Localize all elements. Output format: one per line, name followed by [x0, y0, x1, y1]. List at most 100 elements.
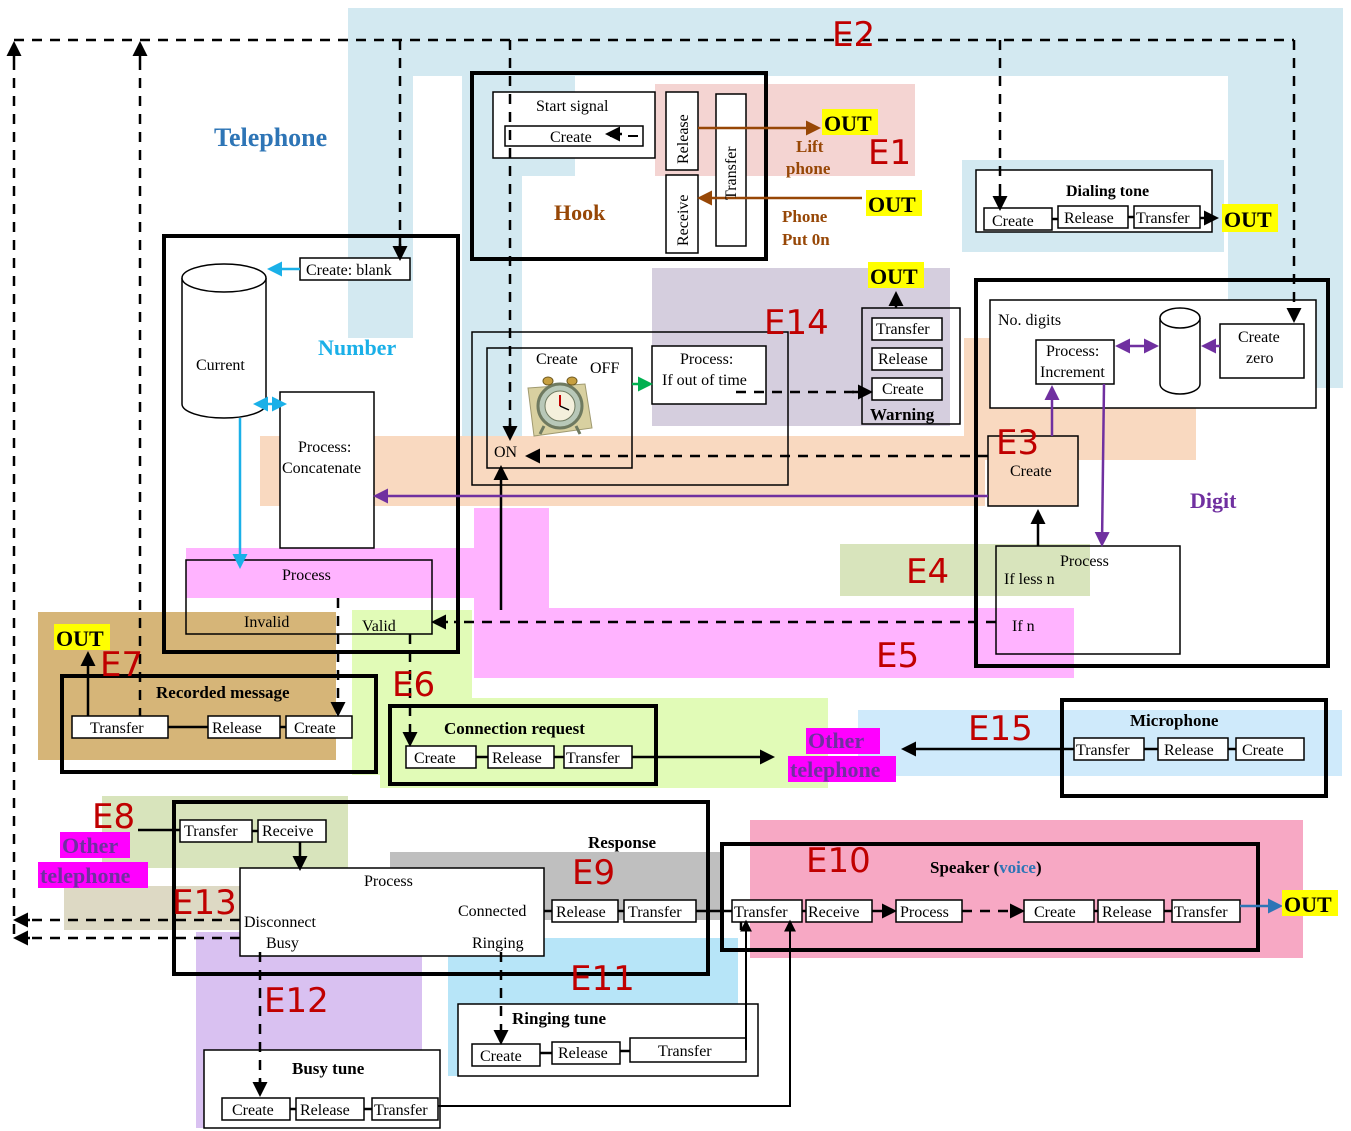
- warning-release: Release: [878, 351, 928, 368]
- hook-receive: Receive: [675, 194, 692, 246]
- event-e8: E8: [92, 797, 135, 837]
- digit-title: Digit: [1190, 488, 1237, 513]
- event-e15: E15: [968, 709, 1033, 749]
- ringing-create: Create: [480, 1048, 522, 1065]
- hook-lift-2: phone: [786, 159, 831, 178]
- connection-request-title: Connection request: [444, 719, 585, 738]
- hook-puton-1: Phone: [782, 207, 828, 226]
- hook-title: Hook: [554, 200, 606, 225]
- timer-process-1: Process:: [680, 351, 733, 368]
- other-telephone-labels: Other telephone Other telephone: [38, 728, 896, 888]
- warning-transfer: Transfer: [876, 321, 930, 338]
- other-telephone-right-1: Other: [808, 728, 864, 753]
- dialing-tone-release: Release: [1064, 210, 1114, 227]
- busy-transfer: Transfer: [374, 1102, 428, 1119]
- event-e6: E6: [392, 665, 435, 705]
- speaker-transfer2: Transfer: [1174, 904, 1228, 921]
- response-process: Process: [364, 873, 413, 890]
- out-label-lift: OUT: [824, 111, 872, 136]
- out-label-dial: OUT: [1224, 207, 1272, 232]
- out-label-speaker: OUT: [1284, 892, 1332, 917]
- response-title: Response: [588, 833, 656, 852]
- warning-title: Warning: [870, 405, 935, 424]
- dialing-tone-title: Dialing tone: [1066, 183, 1149, 200]
- number-invalid: Invalid: [244, 614, 289, 631]
- speaker-title-prefix: Speaker (: [930, 858, 999, 877]
- busy-tune-title: Busy tune: [292, 1059, 365, 1078]
- hook-create: Create: [550, 129, 592, 146]
- response-transfer: Transfer: [184, 823, 238, 840]
- timer-create: Create: [536, 351, 578, 368]
- digit-process: Process: [1060, 553, 1109, 570]
- response-transfer2: Transfer: [628, 904, 682, 921]
- event-e11: E11: [570, 959, 635, 999]
- number-process-1: Process:: [298, 439, 351, 456]
- response-connected: Connected: [458, 903, 526, 920]
- speaker-title: Speaker (voice): [930, 858, 1042, 877]
- response-ringing: Ringing: [472, 935, 524, 952]
- timer-on: ON: [494, 444, 518, 461]
- number-process: Process: [282, 567, 331, 584]
- hook-transfer: Transfer: [723, 146, 740, 200]
- response-busy: Busy: [266, 935, 299, 952]
- recorded-message-release: Release: [212, 720, 262, 737]
- digit-if-less-n: If less n: [1004, 571, 1055, 588]
- digit-process-1: Process:: [1046, 343, 1099, 360]
- event-e9: E9: [572, 853, 615, 893]
- event-e4: E4: [906, 552, 949, 592]
- current-number-cylinder: [181, 263, 267, 419]
- event-labels: E2 E1 E14 E3 E4 E5 E6 E7 E15 E8 E9 E10 E…: [92, 15, 1039, 1021]
- event-e3: E3: [996, 423, 1039, 463]
- timer-off: OFF: [590, 360, 619, 377]
- event-e5: E5: [876, 636, 919, 676]
- digit-count-cylinder: [1159, 307, 1201, 395]
- digit-create-zero-1: Create: [1238, 329, 1280, 346]
- ringing-transfer: Transfer: [658, 1043, 712, 1060]
- microphone-title: Microphone: [1130, 711, 1219, 730]
- event-e12: E12: [264, 981, 329, 1021]
- out-labels: OUT OUT OUT OUT OUT OUT: [54, 109, 1338, 917]
- dashed-flows: [6, 38, 1302, 1097]
- ringing-release: Release: [558, 1045, 608, 1062]
- number-create-blank: Create: blank: [306, 262, 392, 279]
- speaker-release: Release: [1102, 904, 1152, 921]
- microphone-transfer: Transfer: [1076, 742, 1130, 759]
- hook-release: Release: [675, 114, 692, 164]
- digit-create-zero-2: zero: [1246, 350, 1274, 367]
- recorded-message-transfer: Transfer: [90, 720, 144, 737]
- busy-release: Release: [300, 1102, 350, 1119]
- recorded-message-title: Recorded message: [156, 683, 290, 702]
- digit-create: Create: [1010, 463, 1052, 480]
- number-process-2: Concatenate: [282, 460, 361, 477]
- speaker-transfer: Transfer: [734, 904, 788, 921]
- digit-no-digits: No. digits: [998, 312, 1061, 329]
- event-e13: E13: [172, 883, 237, 923]
- region-titles: Telephone Number Digit Hook: [214, 123, 1237, 513]
- speaker-title-voice: voice: [999, 858, 1036, 877]
- event-e2: E2: [832, 15, 875, 55]
- hook-lift-1: Lift: [796, 137, 824, 156]
- busy-create: Create: [232, 1102, 274, 1119]
- event-e7: E7: [100, 645, 143, 685]
- number-valid: Valid: [362, 618, 396, 635]
- other-telephone-left-2: telephone: [40, 863, 131, 888]
- connection-transfer: Transfer: [566, 750, 620, 767]
- solid-flows: [80, 210, 1236, 1111]
- other-telephone-left-1: Other: [62, 833, 118, 858]
- hook-puton-2: Put 0n: [782, 230, 830, 249]
- microphone-create: Create: [1242, 742, 1284, 759]
- timer-process-2: If out of time: [662, 372, 747, 389]
- warning-create: Create: [882, 381, 924, 398]
- number-title: Number: [318, 335, 396, 360]
- connection-release: Release: [492, 750, 542, 767]
- out-label-putdown: OUT: [868, 192, 916, 217]
- speaker-process: Process: [900, 904, 949, 921]
- response-receive: Receive: [262, 823, 314, 840]
- dialing-tone-transfer: Transfer: [1136, 210, 1190, 227]
- box-texts: Start signal Create Release Receive Tran…: [90, 98, 1284, 1119]
- response-disconnect: Disconnect: [244, 914, 317, 931]
- colored-flows: [232, 120, 1283, 914]
- timer-clock-icon: [527, 376, 593, 437]
- digit-process-2: Increment: [1040, 364, 1105, 381]
